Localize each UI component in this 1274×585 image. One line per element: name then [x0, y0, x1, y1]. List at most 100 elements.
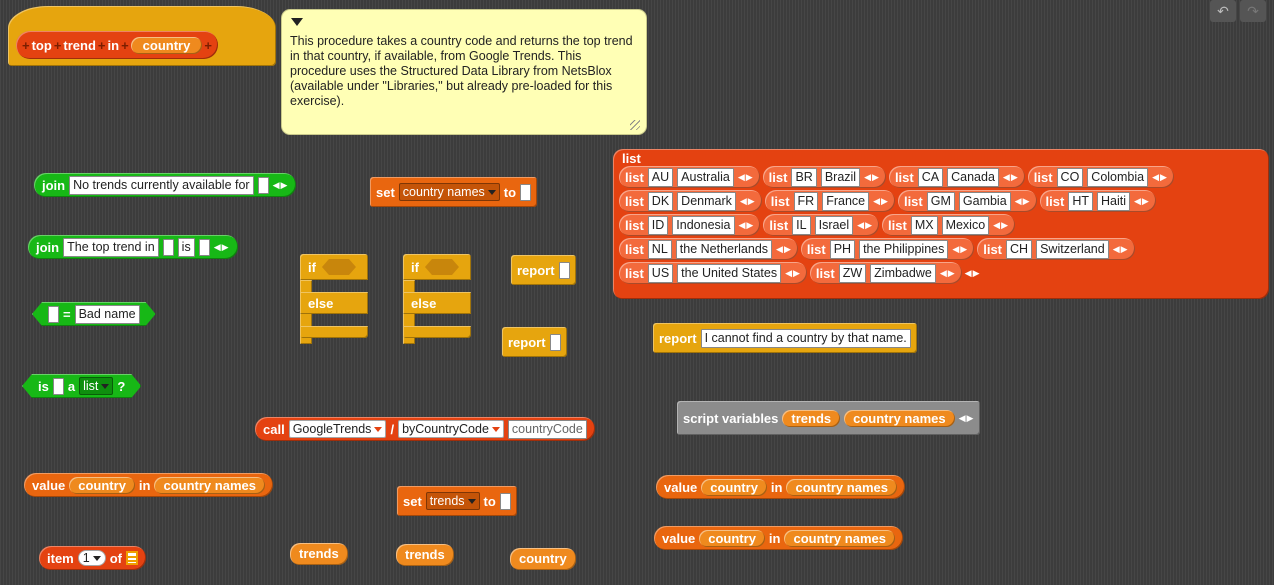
country-name-slot[interactable]: the United States — [677, 263, 782, 283]
report-value-slot[interactable] — [558, 261, 570, 279]
index-dropdown[interactable]: 1 — [77, 550, 106, 566]
country-name-slot[interactable]: the Philippines — [859, 239, 949, 259]
country-name-slot[interactable]: Canada — [947, 167, 999, 187]
type-dropdown[interactable]: list — [79, 377, 113, 395]
report-block[interactable]: report — [511, 255, 576, 285]
country-name-slot[interactable]: Gambia — [958, 191, 1011, 211]
var-country[interactable]: country — [701, 478, 767, 496]
report-block[interactable]: report — [502, 327, 567, 357]
set-variable-block[interactable]: set country names to — [370, 177, 538, 207]
if-else-block[interactable]: if else — [300, 254, 370, 344]
arity-arrows-icon[interactable]: ◀▶ — [1014, 195, 1031, 206]
country-name-slot[interactable]: Colombia — [1087, 167, 1149, 187]
country-code-slot[interactable]: CH — [1006, 239, 1033, 259]
country-code-slot[interactable]: FR — [793, 191, 819, 211]
plus-icon[interactable]: + — [204, 37, 212, 53]
undo-button[interactable]: ↶ — [1210, 0, 1236, 22]
rpc-dropdown[interactable]: byCountryCode — [398, 420, 504, 438]
value-in-list-block[interactable]: value country in country names — [656, 475, 905, 499]
value-in-list-block[interactable]: value country in country names — [654, 526, 903, 550]
country-code-slot[interactable]: US — [647, 263, 674, 283]
equals-left-slot[interactable] — [48, 306, 59, 323]
is-a-type-predicate[interactable]: is a list ? — [22, 374, 141, 398]
country-name-slot[interactable]: Switzerland — [1036, 239, 1109, 259]
arity-arrows-icon[interactable]: ◀▶ — [737, 171, 754, 182]
list-slot-icon[interactable] — [125, 551, 138, 565]
join-empty-slot[interactable] — [162, 238, 174, 256]
country-code-slot[interactable]: countryCode — [507, 419, 587, 439]
report-block[interactable]: report I cannot find a country by that n… — [653, 323, 917, 353]
value-in-list-block[interactable]: value country in country names — [24, 473, 273, 497]
var-country-names[interactable]: country names — [154, 476, 265, 494]
is-input-slot[interactable] — [53, 378, 64, 395]
country-code-slot[interactable]: CO — [1056, 167, 1084, 187]
arity-arrows-icon[interactable]: ◀▶ — [1134, 195, 1150, 206]
arity-arrows-icon[interactable]: ◀▶ — [213, 241, 230, 252]
var-country[interactable]: country — [510, 548, 576, 570]
join-text-slot[interactable]: is — [177, 237, 195, 257]
join-text-slot[interactable]: No trends currently available for — [69, 175, 254, 195]
country-name-slot[interactable]: Indonesia — [672, 215, 735, 235]
country-code-slot[interactable]: IL — [792, 215, 811, 235]
resize-handle-icon[interactable] — [630, 120, 640, 130]
country-code-slot[interactable]: GM — [926, 191, 955, 211]
custom-block-prototype[interactable]: + top + trend + in + country + — [16, 31, 218, 59]
join-text-slot[interactable]: The top trend in — [63, 237, 159, 257]
service-dropdown[interactable]: GoogleTrends — [288, 420, 387, 438]
plus-icon[interactable]: + — [53, 37, 62, 53]
country-name-slot[interactable]: Haiti — [1096, 191, 1130, 211]
arity-arrows-icon[interactable]: ◀▶ — [952, 243, 969, 254]
arity-arrows-icon[interactable]: ◀▶ — [993, 219, 1009, 230]
if-else-block[interactable]: if else — [403, 254, 473, 344]
var-country-names[interactable]: country names — [786, 478, 897, 496]
country-name-slot[interactable]: Brazil — [820, 167, 861, 187]
country-code-slot[interactable]: ID — [647, 215, 669, 235]
country-name-slot[interactable]: Zimbadwe — [870, 263, 936, 283]
arity-arrows-icon[interactable]: ◀▶ — [1152, 171, 1168, 182]
report-value-slot[interactable]: I cannot find a country by that name. — [700, 328, 911, 348]
redo-button[interactable]: ↷ — [1240, 0, 1266, 22]
country-code-slot[interactable]: MX — [910, 215, 938, 235]
arity-arrows-icon[interactable]: ◀▶ — [739, 195, 756, 206]
arity-arrows-icon[interactable]: ◀▶ — [939, 267, 956, 278]
arity-arrows-icon[interactable]: ◀▶ — [785, 267, 801, 278]
country-name-slot[interactable]: the Netherlands — [675, 239, 773, 259]
collapse-triangle-icon[interactable] — [291, 18, 303, 26]
set-variable-block[interactable]: set trends to — [397, 486, 517, 516]
report-value-slot[interactable] — [549, 333, 561, 351]
var-country-names[interactable]: country names — [784, 529, 895, 547]
param-country[interactable]: country — [130, 36, 203, 54]
join-empty-slot[interactable] — [198, 238, 210, 256]
equals-right-slot[interactable]: Bad name — [75, 305, 140, 324]
arity-arrows-icon[interactable]: ◀▶ — [1112, 243, 1129, 254]
variable-dropdown[interactable]: country names — [398, 183, 500, 201]
country-name-slot[interactable]: Mexico — [941, 215, 990, 235]
arity-arrows-icon[interactable]: ◀▶ — [958, 412, 975, 423]
arity-arrows-icon[interactable]: ◀▶ — [738, 219, 755, 230]
arity-arrows-icon[interactable]: ◀▶ — [272, 179, 289, 190]
country-name-slot[interactable]: France — [822, 191, 870, 211]
arity-arrows-icon[interactable]: ◀▶ — [864, 171, 880, 182]
script-var-country-names[interactable]: country names — [844, 409, 955, 427]
country-code-slot[interactable]: PH — [829, 239, 856, 259]
country-code-slot[interactable]: DK — [647, 191, 674, 211]
var-country[interactable]: country — [699, 529, 765, 547]
country-code-slot[interactable]: CA — [917, 167, 944, 187]
var-trends[interactable]: trends — [396, 544, 454, 566]
country-code-slot[interactable]: BR — [791, 167, 817, 187]
var-trends[interactable]: trends — [290, 543, 348, 565]
call-service-block[interactable]: call GoogleTrends / byCountryCode countr… — [255, 417, 595, 441]
condition-slot[interactable] — [424, 259, 459, 275]
comment-note[interactable]: This procedure takes a country code and … — [282, 10, 646, 134]
